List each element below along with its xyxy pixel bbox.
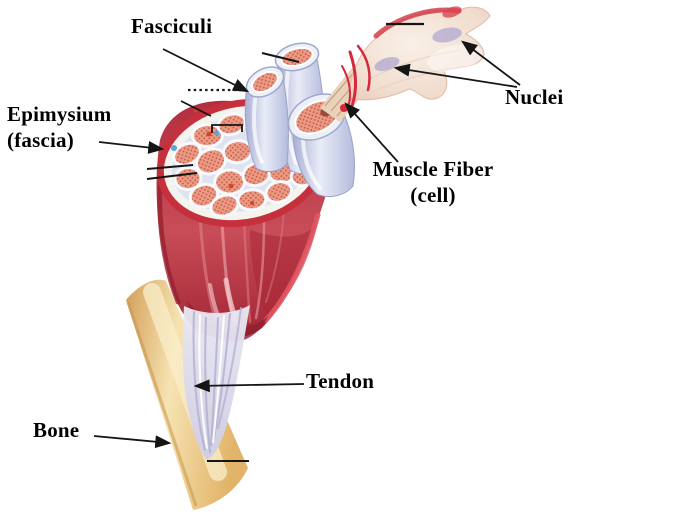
label-epimysium: Epimysium (fascia): [7, 102, 112, 153]
label-fasciculi: Fasciculi: [131, 14, 212, 40]
nuclei-text: Nuclei: [505, 85, 564, 109]
label-muscle-fiber: Muscle Fiber (cell): [358, 157, 508, 208]
pointer-line: [180, 100, 212, 117]
bone-arrow: [93, 435, 172, 449]
tendon-text: Tendon: [306, 369, 375, 393]
nucleus-2: [374, 57, 400, 71]
muscle-fiber-illustration: [320, 6, 491, 122]
muscle-fiber-arrow: [344, 102, 399, 163]
tendon-arrow: [193, 379, 305, 393]
unlabeled-line-left-1: [146, 164, 194, 170]
fasciculi-arrow: [162, 48, 250, 93]
epimysium-subtext: (fascia): [7, 127, 74, 152]
muscle-fiber-text: Muscle Fiber: [372, 157, 494, 181]
epimysium-text: Epimysium: [7, 102, 112, 126]
label-bone: Bone: [33, 418, 79, 444]
label-tendon: Tendon: [306, 369, 374, 395]
epimysium-arrow: [98, 141, 165, 154]
annotation-lines: [93, 22, 521, 462]
muscle-fiber-subtext: (cell): [410, 182, 456, 207]
nuclei-arrow-1: [461, 40, 521, 86]
bracket-marker: [211, 124, 243, 133]
unlabeled-line-left-2: [146, 172, 198, 180]
bone-text: Bone: [33, 418, 80, 442]
fasciculus-cylinders: [244, 42, 356, 198]
nucleus-1: [432, 27, 462, 43]
fasciculi-text: Fasciculi: [131, 14, 213, 38]
nuclei-arrow-2: [393, 63, 518, 88]
unlabeled-line-cylinder: [261, 52, 300, 63]
label-nuclei: Nuclei: [505, 85, 563, 111]
